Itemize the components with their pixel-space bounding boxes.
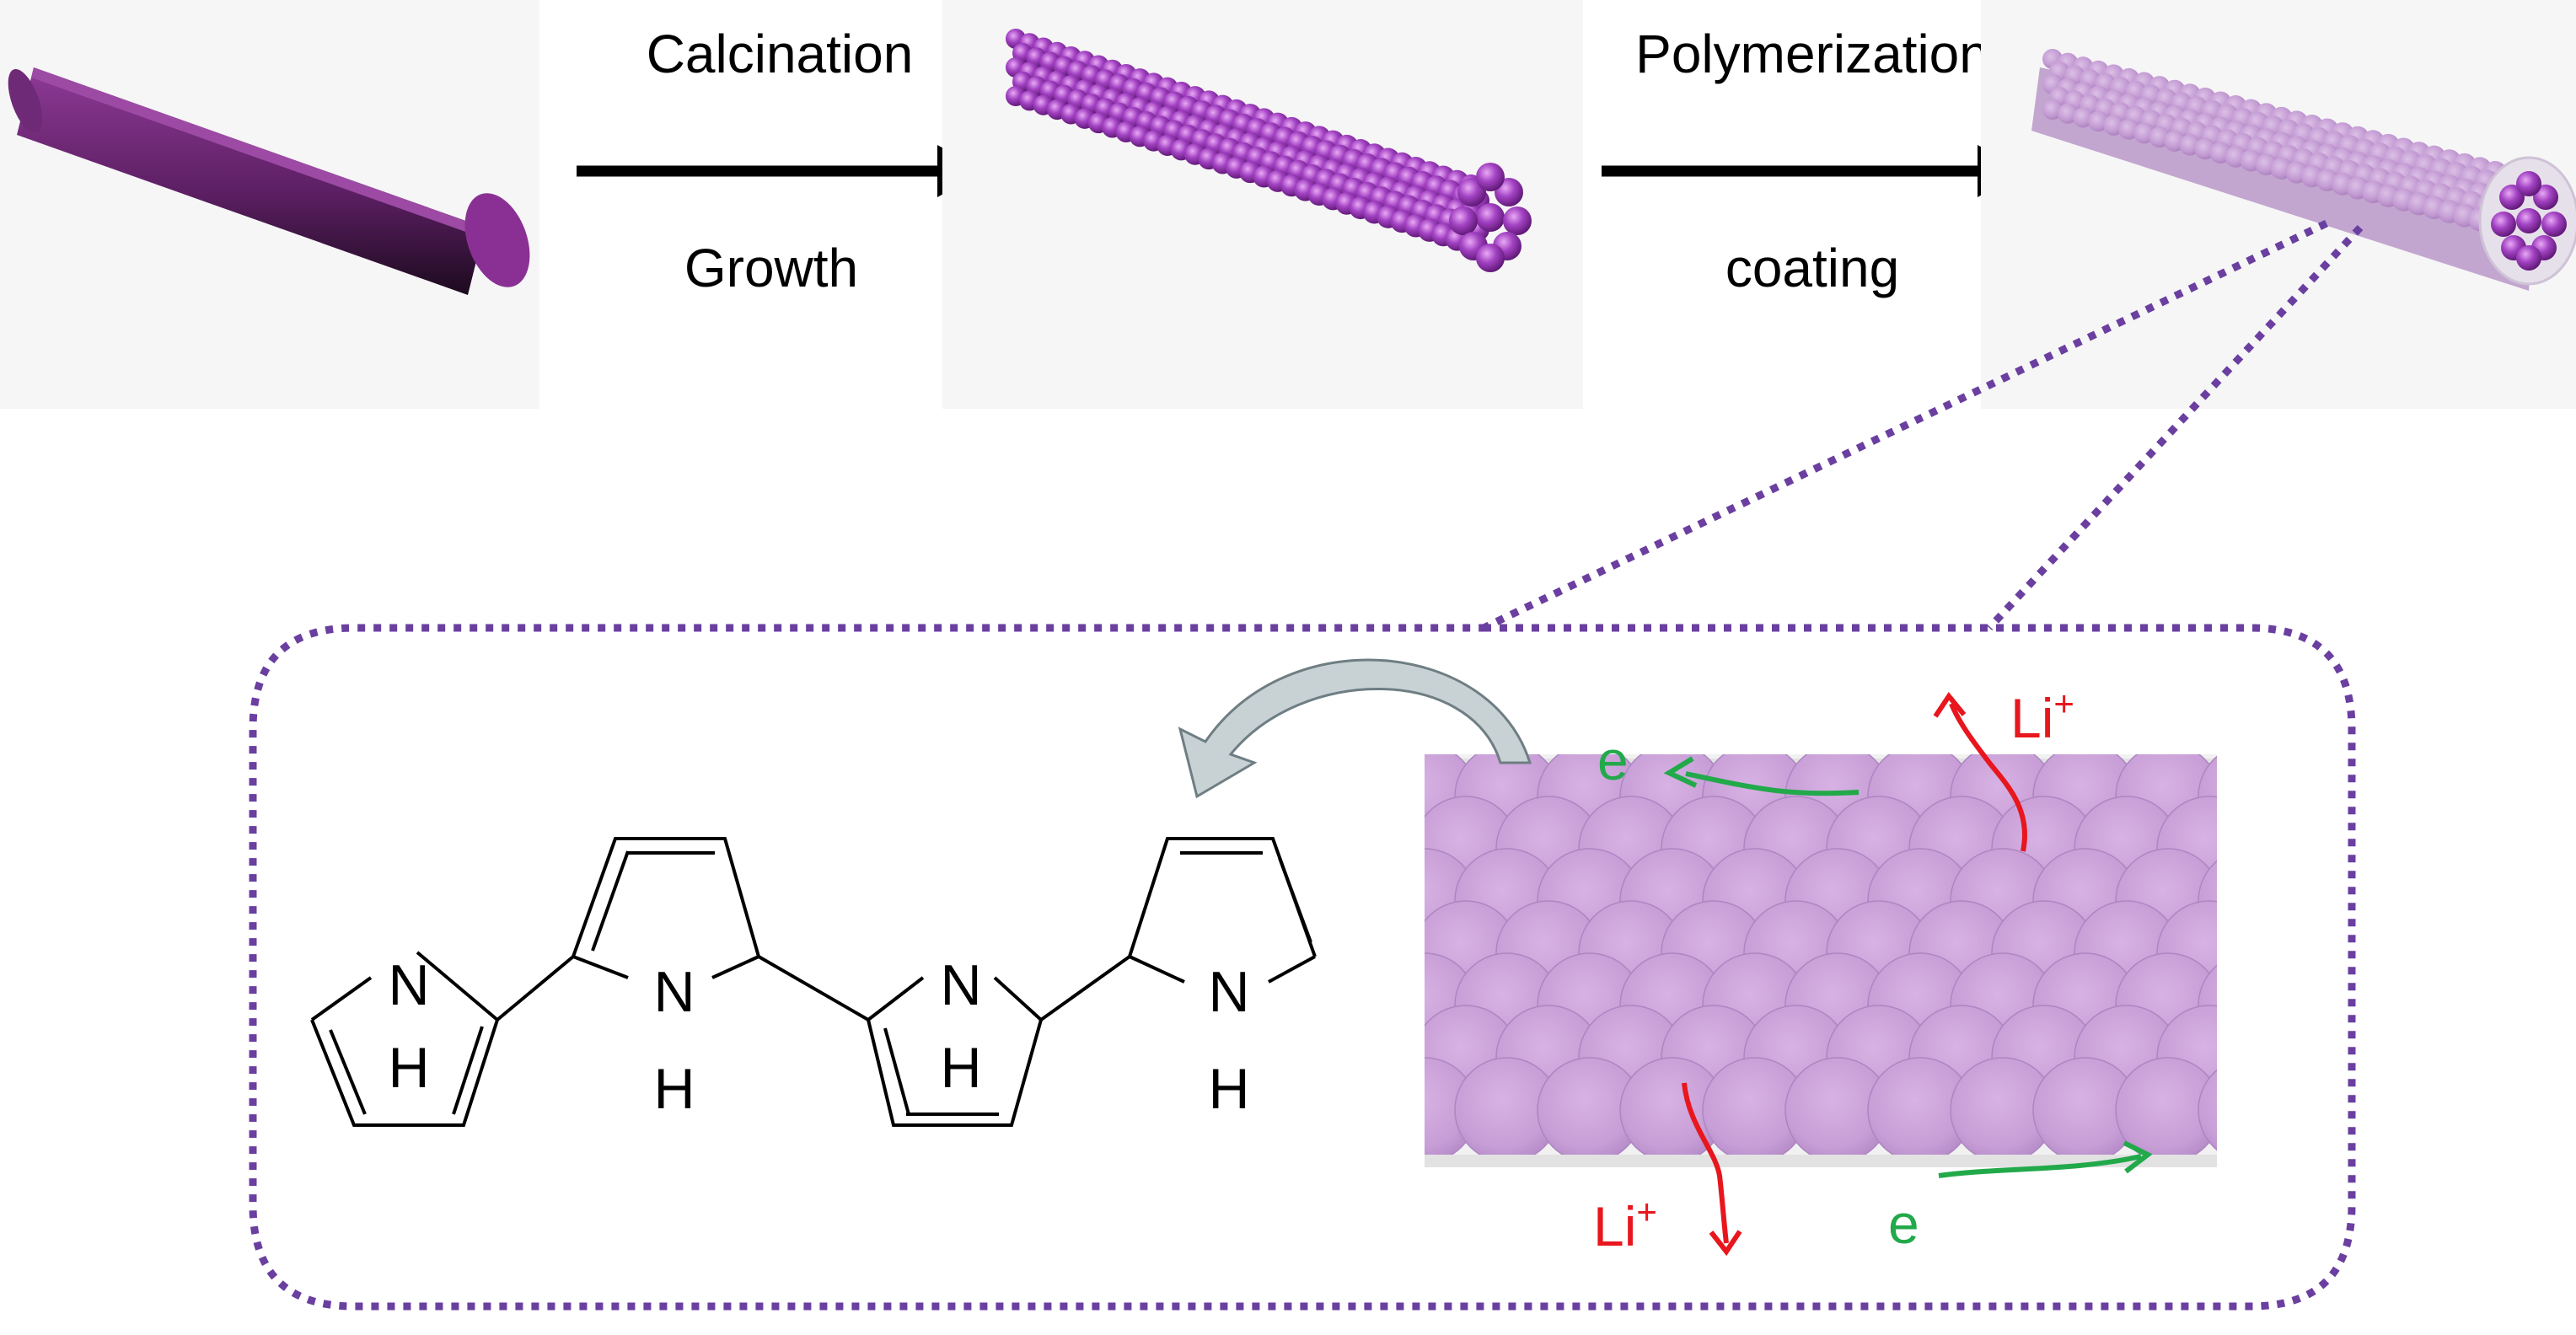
- label-coating: coating: [1725, 238, 1899, 298]
- ion-label-bottom: Li+: [1593, 1192, 1657, 1257]
- nanosphere: [2499, 185, 2525, 210]
- ion-label-top: Li+: [2010, 684, 2074, 749]
- nanosphere: [2516, 208, 2541, 233]
- electron-label-bottom: e: [1888, 1193, 1919, 1255]
- nanosphere: [2533, 185, 2558, 210]
- label-growth: Growth: [684, 238, 858, 298]
- nanosphere: [2240, 901, 2344, 1005]
- ring4-nitrogen: N: [1208, 960, 1249, 1024]
- ring4-hydrogen: H: [1208, 1057, 1249, 1121]
- label-polymerization: Polymerization: [1635, 24, 1989, 84]
- ion-arrow-bottom: [1682, 1082, 1729, 1244]
- nanosphere: [2198, 1069, 2217, 1151]
- nanosphere: [1476, 163, 1505, 191]
- electron-arrow-top: [1685, 771, 1860, 796]
- label-calcination: Calcination: [647, 24, 914, 84]
- callout-connector-left: [1482, 219, 2328, 632]
- nanosphere: [1476, 244, 1505, 272]
- bare-nanorod: [8, 67, 530, 295]
- callout-connector-right: [1986, 224, 2364, 631]
- nanosphere: [1503, 206, 1532, 235]
- ring1-hydrogen: H: [388, 1036, 429, 1100]
- ring2-hydrogen: H: [653, 1057, 695, 1121]
- electron-arrow-top-head: [1663, 756, 1698, 788]
- nanosphere: [2240, 1005, 2344, 1110]
- nanosphere: [2516, 171, 2541, 196]
- callout-box: [249, 624, 2356, 1311]
- nanosphere: [1449, 206, 1478, 235]
- nanosphere: [2240, 796, 2344, 901]
- coated-nanorod: [2031, 49, 2576, 291]
- nanosphere: [2516, 245, 2541, 271]
- ion-arrow-top: [1949, 702, 2027, 852]
- ring2-nitrogen: N: [653, 960, 695, 1024]
- sphere-assembled-nanorod: [1006, 29, 1532, 272]
- ring1-nitrogen: N: [388, 953, 429, 1017]
- ion-arrow-top-head: [1933, 691, 1967, 718]
- curved-zoom-arrow: [1178, 658, 1532, 799]
- polypyrrole-atom-labels: N H N H N H N H: [388, 953, 1249, 1121]
- electron-arrow-bottom: [1938, 1154, 2142, 1178]
- nanosphere: [2491, 212, 2516, 237]
- electron-arrow-bottom-head: [2123, 1140, 2153, 1174]
- nanosphere: [2541, 212, 2567, 237]
- ring3-nitrogen: N: [940, 953, 981, 1017]
- coated-surface-closeup: [1425, 754, 2344, 1167]
- nanosphere: [2058, 103, 2079, 124]
- ring3-hydrogen: H: [940, 1036, 981, 1100]
- nanosphere: [1476, 203, 1505, 232]
- electron-label-top: e: [1597, 729, 1629, 791]
- polypyrrole-structure: [310, 837, 1317, 1127]
- ion-arrow-bottom-head: [1709, 1230, 1742, 1257]
- nanosphere: [2042, 99, 2063, 120]
